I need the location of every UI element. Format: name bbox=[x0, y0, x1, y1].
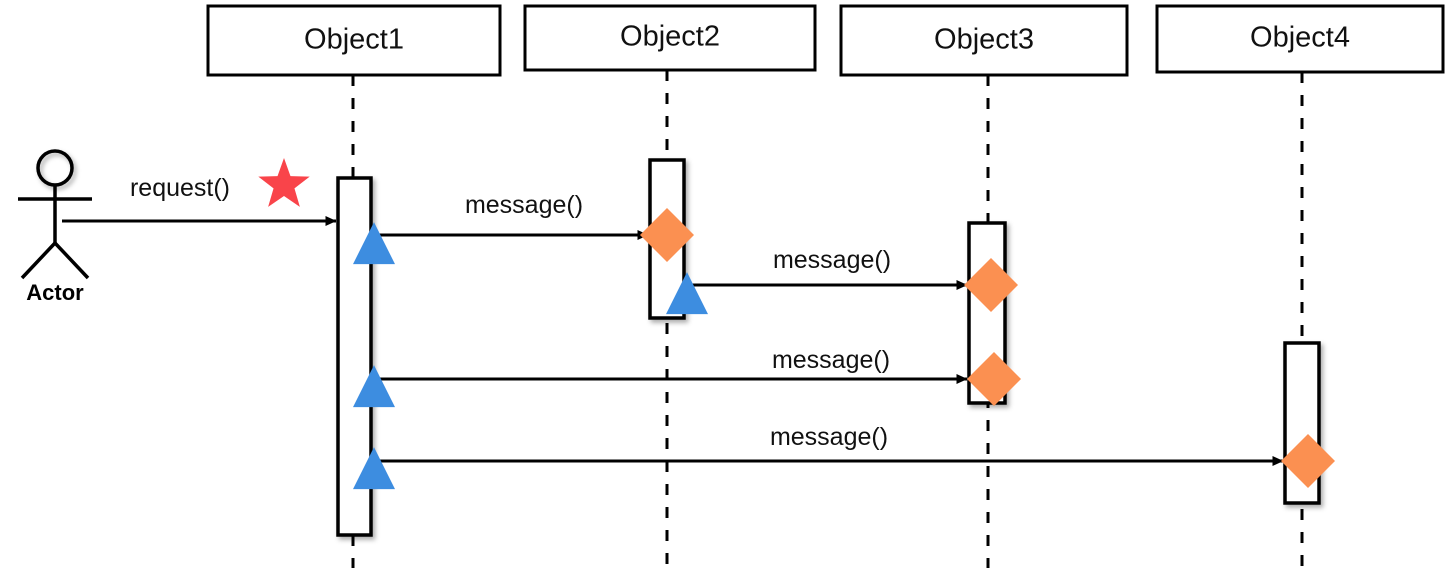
message-5: message() bbox=[371, 423, 1284, 466]
actor-leg-left bbox=[20, 241, 57, 280]
markers-layer bbox=[353, 208, 1335, 490]
object-header-label-object3: Object3 bbox=[934, 24, 1034, 56]
object-header-box-object3[interactable] bbox=[839, 4, 1129, 77]
object-header-box-object1[interactable] bbox=[206, 4, 502, 77]
actor-layer: Actor bbox=[18, 149, 92, 305]
message-1: request() bbox=[62, 174, 337, 226]
send-marker-triangle-3 bbox=[353, 365, 395, 408]
lifeline-object2: Object2 bbox=[523, 4, 817, 568]
send-marker-triangle-1 bbox=[353, 222, 395, 265]
actor-leg-right bbox=[53, 241, 90, 280]
message-3: message() bbox=[684, 246, 968, 290]
message-4: message() bbox=[371, 346, 968, 384]
lifelines-layer: Object1 Object2 Object3 Object4 bbox=[206, 4, 1445, 568]
receive-marker-diamond-2 bbox=[964, 258, 1018, 312]
star-annotation-icon bbox=[258, 158, 310, 207]
object-header-box-object4[interactable] bbox=[1155, 4, 1445, 74]
object-header-label-object2: Object2 bbox=[620, 21, 720, 53]
annotations-layer bbox=[258, 158, 310, 207]
actor-figure[interactable]: Actor bbox=[18, 149, 92, 305]
lifeline-object1: Object1 bbox=[206, 4, 502, 568]
message-label-5: message() bbox=[770, 423, 888, 451]
message-label-2: message() bbox=[465, 191, 583, 219]
object-header-box-object2[interactable] bbox=[523, 4, 817, 72]
object-header-label-object4: Object4 bbox=[1250, 22, 1350, 54]
messages-layer: request() message() message() message() mess… bbox=[62, 174, 1284, 466]
message-label-1: request() bbox=[130, 174, 230, 202]
receive-marker-diamond-4 bbox=[1281, 434, 1335, 488]
send-marker-triangle-2 bbox=[666, 272, 708, 315]
actor-head bbox=[36, 149, 74, 187]
object-header-label-object1: Object1 bbox=[304, 24, 404, 56]
message-label-4: message() bbox=[772, 346, 890, 374]
message-label-3: message() bbox=[773, 246, 891, 274]
receive-marker-diamond-1 bbox=[640, 208, 694, 262]
receive-marker-diamond-3 bbox=[967, 352, 1021, 406]
send-marker-triangle-4 bbox=[353, 447, 395, 490]
lifeline-object3: Object3 bbox=[839, 4, 1129, 568]
actor-label: Actor bbox=[26, 280, 84, 305]
lifeline-object4: Object4 bbox=[1155, 4, 1445, 568]
message-2: message() bbox=[371, 191, 649, 240]
